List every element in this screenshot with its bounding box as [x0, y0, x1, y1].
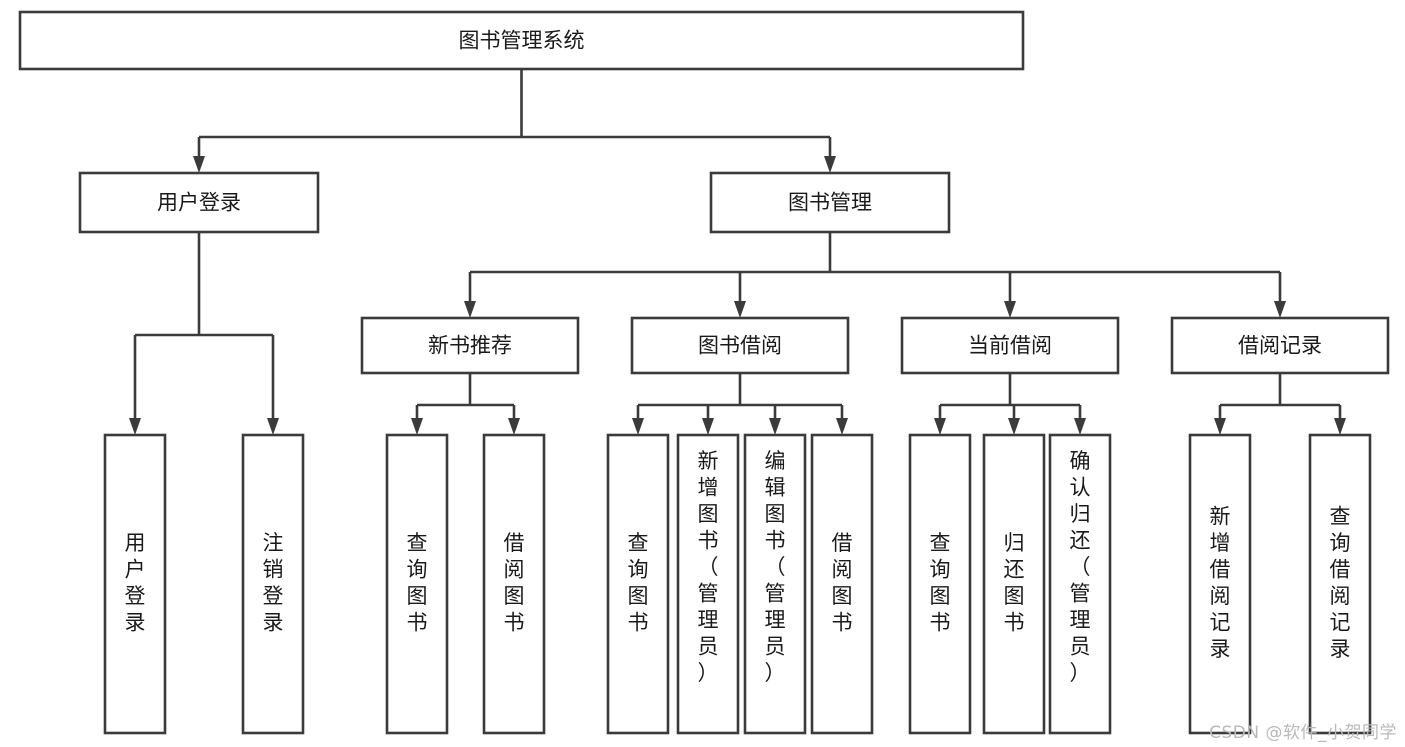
- node-book-borrow[interactable]: 图书借阅: [630, 316, 850, 375]
- node-leaf-confirm-return[interactable]: 确认归还（管理员）: [1048, 433, 1112, 735]
- node-box-borrow-record: [1170, 316, 1390, 375]
- node-label-leaf-borrow-book-2: 借阅图书: [832, 531, 853, 635]
- node-box-leaf-borrow-book-2: [810, 433, 874, 735]
- node-box-leaf-borrow-book-1: [482, 433, 546, 735]
- node-box-leaf-logout: [241, 433, 305, 735]
- arrow-head-e-root-userlogin: [193, 156, 205, 173]
- arrow-head-e-newbookrec-query1: [411, 418, 423, 435]
- node-label-leaf-add-record: 新增借阅记录: [1210, 505, 1231, 662]
- node-leaf-return-book[interactable]: 归还图书: [982, 433, 1046, 735]
- node-leaf-add-record[interactable]: 新增借阅记录: [1188, 433, 1252, 735]
- node-leaf-query-record[interactable]: 查询借阅记录: [1308, 433, 1372, 735]
- arrow-head-e-borrowrecord-queryrecord: [1334, 418, 1346, 435]
- arrow-head-e-root-bookmanage: [824, 156, 836, 173]
- node-box-book-borrow: [630, 316, 850, 375]
- edge-group-user-login: [129, 232, 279, 435]
- node-label-book-borrow: 图书借阅: [698, 334, 782, 358]
- edge-group-book-manage: [464, 232, 1286, 318]
- edge-group-borrow-record: [1214, 373, 1346, 435]
- node-leaf-logout[interactable]: 注销登录: [241, 433, 305, 735]
- node-box-user-login: [78, 171, 320, 234]
- node-box-new-book-rec: [360, 316, 580, 375]
- node-box-leaf-edit-book: [743, 433, 807, 735]
- node-current-borrow[interactable]: 当前借阅: [900, 316, 1120, 375]
- node-label-leaf-query-book-2: 查询图书: [628, 531, 649, 635]
- arrow-head-e-bookborrow-borrow2: [836, 418, 848, 435]
- node-box-book-manage: [709, 171, 951, 234]
- arrow-head-e-currentborrow-query3: [934, 418, 946, 435]
- node-leaf-query-book-1[interactable]: 查询图书: [385, 433, 449, 735]
- node-box-leaf-return-book: [982, 433, 1046, 735]
- node-label-leaf-return-book: 归还图书: [1004, 531, 1025, 635]
- node-leaf-user-login[interactable]: 用户登录: [103, 433, 167, 735]
- node-box-leaf-query-record: [1308, 433, 1372, 735]
- arrow-head-e-bookmanage-borrowrecord: [1274, 301, 1286, 318]
- node-box-root: [18, 10, 1025, 71]
- edge-group-new-book-rec: [411, 373, 520, 435]
- node-leaf-query-book-3[interactable]: 查询图书: [908, 433, 972, 735]
- node-leaf-edit-book[interactable]: 编辑图书（管理员）: [743, 433, 807, 735]
- node-leaf-add-book[interactable]: 新增图书（管理员）: [676, 433, 740, 735]
- node-label-leaf-edit-book: 编辑图书（管理员）: [765, 449, 786, 685]
- node-new-book-rec[interactable]: 新书推荐: [360, 316, 580, 375]
- node-user-login[interactable]: 用户登录: [78, 171, 320, 234]
- node-borrow-record[interactable]: 借阅记录: [1170, 316, 1390, 375]
- edge-group-book-borrow: [632, 373, 848, 435]
- node-label-leaf-add-book: 新增图书（管理员）: [698, 449, 719, 685]
- edge-group-root: [193, 69, 836, 173]
- node-label-new-book-rec: 新书推荐: [428, 334, 512, 358]
- node-label-leaf-logout: 注销登录: [263, 531, 284, 635]
- node-root[interactable]: 图书管理系统: [18, 10, 1025, 71]
- csdn-watermark: CSDN @软件_小贺同学: [1209, 723, 1397, 743]
- arrow-head-e-bookmanage-newbookrec: [464, 301, 476, 318]
- node-box-leaf-query-book-3: [908, 433, 972, 735]
- node-leaf-borrow-book-2[interactable]: 借阅图书: [810, 433, 874, 735]
- node-label-leaf-borrow-book-1: 借阅图书: [504, 531, 525, 635]
- node-box-leaf-confirm-return: [1048, 433, 1112, 735]
- arrow-head-e-userlogin-leaf-logout: [267, 418, 279, 435]
- arrow-head-e-bookborrow-query2: [632, 418, 644, 435]
- edge-group-current-borrow: [934, 373, 1086, 435]
- arrow-head-e-currentborrow-return: [1008, 418, 1020, 435]
- node-label-leaf-query-book-3: 查询图书: [930, 531, 951, 635]
- arrow-head-e-currentborrow-confirm: [1074, 418, 1086, 435]
- node-box-leaf-add-record: [1188, 433, 1252, 735]
- arrow-head-e-bookmanage-currentborrow: [1004, 301, 1016, 318]
- node-label-leaf-query-record: 查询借阅记录: [1330, 505, 1351, 662]
- arrow-head-e-bookborrow-addbook: [702, 418, 714, 435]
- node-leaf-borrow-book-1[interactable]: 借阅图书: [482, 433, 546, 735]
- arrow-head-e-bookmanage-bookborrow: [734, 301, 746, 318]
- node-label-root: 图书管理系统: [459, 29, 585, 53]
- node-layer: 图书管理系统用户登录图书管理新书推荐图书借阅当前借阅借阅记录用户登录注销登录查询…: [18, 10, 1390, 735]
- node-box-leaf-query-book-1: [385, 433, 449, 735]
- node-box-leaf-user-login: [103, 433, 167, 735]
- node-label-current-borrow: 当前借阅: [968, 334, 1052, 358]
- node-label-book-manage: 图书管理: [788, 191, 872, 215]
- node-box-leaf-add-book: [676, 433, 740, 735]
- node-label-leaf-confirm-return: 确认归还（管理员）: [1070, 449, 1091, 685]
- node-label-borrow-record: 借阅记录: [1238, 334, 1322, 358]
- node-book-manage[interactable]: 图书管理: [709, 171, 951, 234]
- arrow-head-e-borrowrecord-addrecord: [1214, 418, 1226, 435]
- node-box-current-borrow: [900, 316, 1120, 375]
- edge-layer: [129, 69, 1346, 435]
- arrow-head-e-userlogin-leaf-user-login: [129, 418, 141, 435]
- node-label-user-login: 用户登录: [157, 191, 241, 215]
- node-leaf-query-book-2[interactable]: 查询图书: [606, 433, 670, 735]
- node-label-leaf-user-login: 用户登录: [125, 531, 146, 635]
- node-box-leaf-query-book-2: [606, 433, 670, 735]
- arrow-head-e-newbookrec-borrow1: [508, 418, 520, 435]
- node-label-leaf-query-book-1: 查询图书: [407, 531, 428, 635]
- arrow-head-e-bookborrow-editbook: [769, 418, 781, 435]
